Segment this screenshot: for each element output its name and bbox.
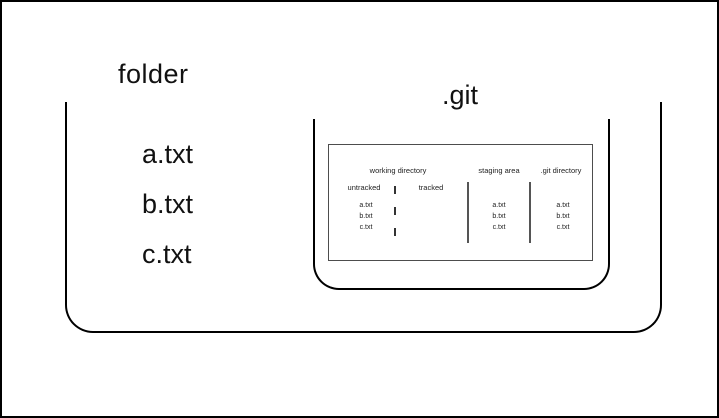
folder-file-a: a.txt	[142, 139, 194, 169]
staging-file-c: c.txt	[492, 224, 506, 231]
subheader-tracked: tracked	[418, 183, 444, 192]
staging-file-a: a.txt	[492, 202, 506, 209]
git-state-panel: working directory staging area .git dire…	[328, 144, 593, 261]
untracked-file-a: a.txt	[359, 202, 373, 209]
staging-gitdir-divider	[529, 182, 531, 243]
working-staging-divider	[467, 182, 469, 243]
gitdir-file-c: c.txt	[556, 224, 570, 231]
git-bracket	[313, 119, 610, 290]
header-staging-area: staging area	[478, 166, 520, 175]
git-label: .git	[441, 80, 479, 110]
gitdir-file-list: a.txt b.txt c.txt	[539, 200, 587, 233]
untracked-tracked-dashed-divider	[394, 186, 396, 240]
subheader-untracked: untracked	[347, 183, 381, 192]
folder-file-c: c.txt	[142, 239, 192, 269]
untracked-file-list: a.txt b.txt c.txt	[342, 200, 390, 233]
gitdir-file-a: a.txt	[556, 202, 570, 209]
folder-label: folder	[118, 59, 189, 89]
untracked-file-b: b.txt	[359, 213, 373, 220]
folder-bracket	[65, 102, 662, 333]
folder-file-b: b.txt	[142, 189, 194, 219]
untracked-file-c: c.txt	[359, 224, 373, 231]
header-working-directory: working directory	[369, 166, 427, 175]
staging-file-b: b.txt	[492, 213, 506, 220]
staging-file-list: a.txt b.txt c.txt	[475, 200, 523, 233]
header-git-directory: .git directory	[540, 166, 582, 175]
folder-file-list: a.txt b.txt c.txt	[142, 138, 193, 288]
gitdir-file-b: b.txt	[556, 213, 570, 220]
